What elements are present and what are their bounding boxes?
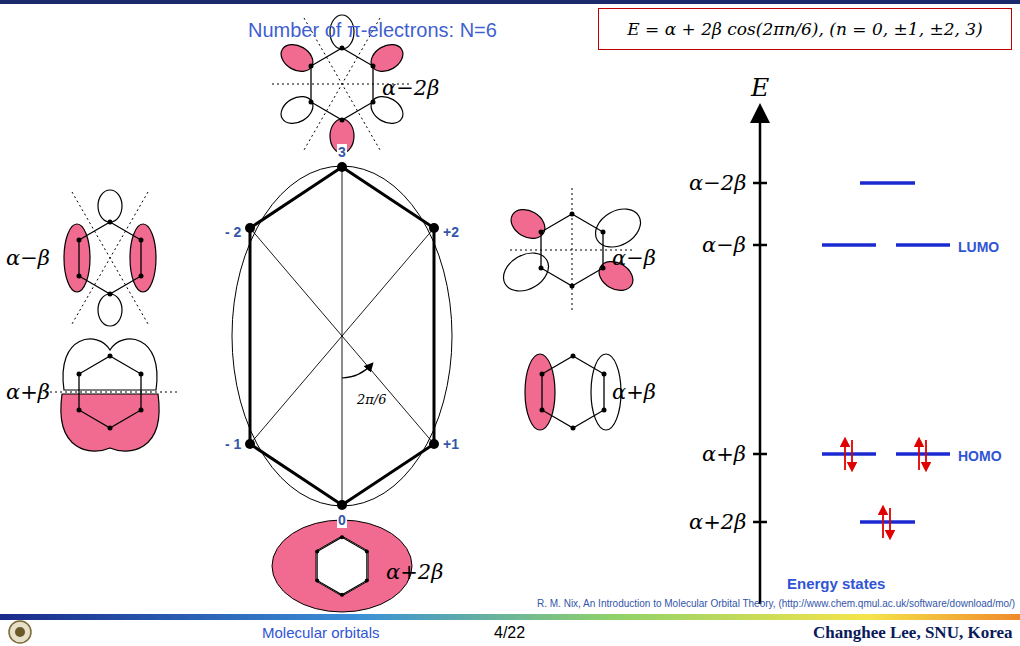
energy-label: α+2β <box>386 560 443 584</box>
footer-topic: Molecular orbitals <box>262 624 380 641</box>
energy-label: α−β <box>612 246 656 270</box>
footer-author: Changhee Lee, SNU, Korea <box>813 623 1012 643</box>
axis-tick-label: α+β <box>702 442 746 466</box>
axis-tick-label: α+2β <box>689 510 746 534</box>
energy-label: α−2β <box>382 76 439 100</box>
energy-label: α+β <box>6 380 50 404</box>
energy-label: α−β <box>6 246 50 270</box>
energy-label: α+β <box>612 380 656 404</box>
angle-label: 2π/6 <box>357 393 386 408</box>
axis-tick-label: α−β <box>702 233 746 257</box>
slide-title: Number of π-electrons: N=6 <box>248 19 497 42</box>
orbital-index: - 2 <box>224 224 242 240</box>
axis-label: E <box>751 74 769 103</box>
orbital-tag: HOMO <box>958 448 1002 464</box>
logo <box>9 621 31 643</box>
orbital-tag: LUMO <box>958 239 999 255</box>
page-number: 4/22 <box>494 624 525 642</box>
axis-tick-label: α−2β <box>689 171 746 195</box>
orbital-index: - 1 <box>224 436 242 452</box>
orbital-index: +1 <box>442 436 460 452</box>
orbital-index: 0 <box>337 512 347 528</box>
diagram-caption: Energy states <box>787 575 885 592</box>
orbital-index: +2 <box>442 224 460 240</box>
orbital-index: 3 <box>337 144 347 160</box>
formula-box: E = α + 2β cos(2πn/6), (n = 0, ±1, ±2, 3… <box>598 8 1012 50</box>
reference-note: R. M. Nix, An Introduction to Molecular … <box>537 598 1015 610</box>
formula-text: E = α + 2β cos(2πn/6), (n = 0, ±1, ±2, 3… <box>627 19 983 39</box>
